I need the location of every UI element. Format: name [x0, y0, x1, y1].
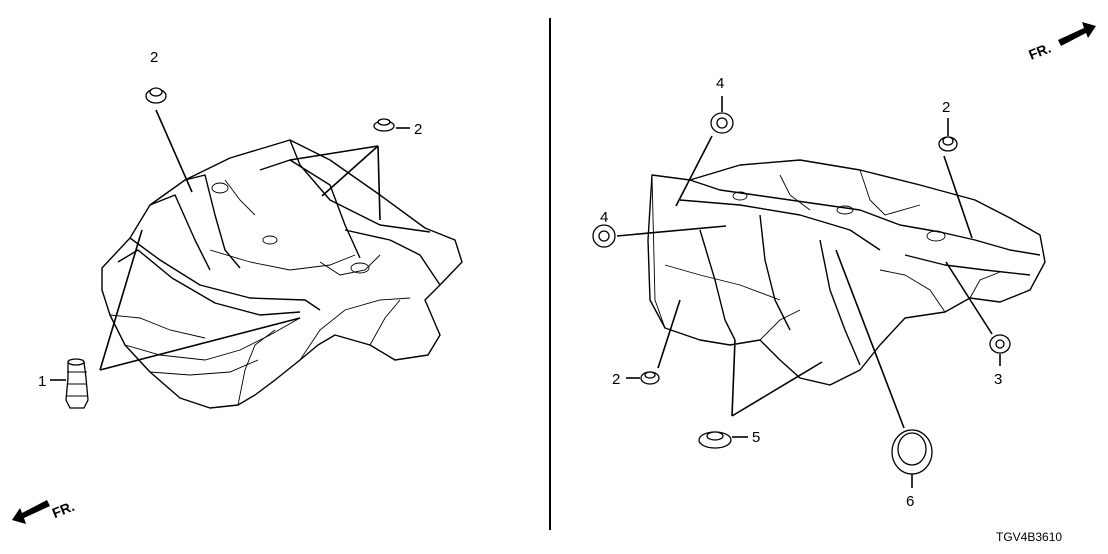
- callout-3: 3: [994, 371, 1002, 388]
- grommet-2-top-right: [373, 118, 395, 132]
- front-direction-arrow-top: FR.: [1026, 22, 1096, 63]
- callout-2-right-top: 2: [942, 99, 950, 116]
- callout-4-top: 4: [716, 75, 724, 92]
- leader-r2b: [657, 299, 681, 369]
- front-direction-arrow-bottom: FR.: [12, 498, 77, 524]
- callout-1: 1: [38, 373, 46, 390]
- right-body-structure: [647, 159, 1046, 386]
- diagram-code: TGV4B3610: [996, 530, 1062, 544]
- leader-r3: [945, 261, 993, 335]
- leader-r5a: [731, 339, 736, 417]
- grommet-2-top-left: [145, 87, 167, 104]
- left-body-structure: [101, 139, 463, 409]
- grommet-4-top: [710, 112, 734, 134]
- callout-2-top-right: 2: [414, 121, 422, 138]
- callout-2-right-bottom: 2: [612, 371, 620, 388]
- callout-6: 6: [906, 493, 914, 510]
- leader-l2b-2: [321, 145, 379, 197]
- leader-l2a: [155, 109, 193, 193]
- callout-5: 5: [752, 429, 760, 446]
- grommet-3: [989, 334, 1011, 354]
- callout-4-left: 4: [600, 209, 608, 226]
- leader-l1b: [99, 317, 301, 371]
- leader-r6: [835, 249, 905, 429]
- grommet-5: [698, 431, 732, 449]
- leader-l2b-3: [377, 145, 381, 221]
- callout-2-top-left: 2: [150, 49, 158, 66]
- grommet-2-right-bottom: [640, 371, 660, 385]
- leader-r5b: [731, 361, 823, 417]
- front-marker-label: FR.: [1026, 40, 1053, 63]
- leader-r4b: [616, 225, 727, 237]
- leader-l2b-1: [289, 145, 379, 161]
- grommet-6: [891, 429, 933, 475]
- front-marker-label: FR.: [50, 498, 77, 521]
- grommet-2-right-top: [938, 136, 958, 152]
- grommet-1-boot: [65, 358, 89, 409]
- leader-l1a: [99, 229, 143, 371]
- grommet-4-left: [592, 224, 616, 248]
- leader-r4a: [675, 135, 713, 207]
- leader-r2a: [943, 155, 973, 239]
